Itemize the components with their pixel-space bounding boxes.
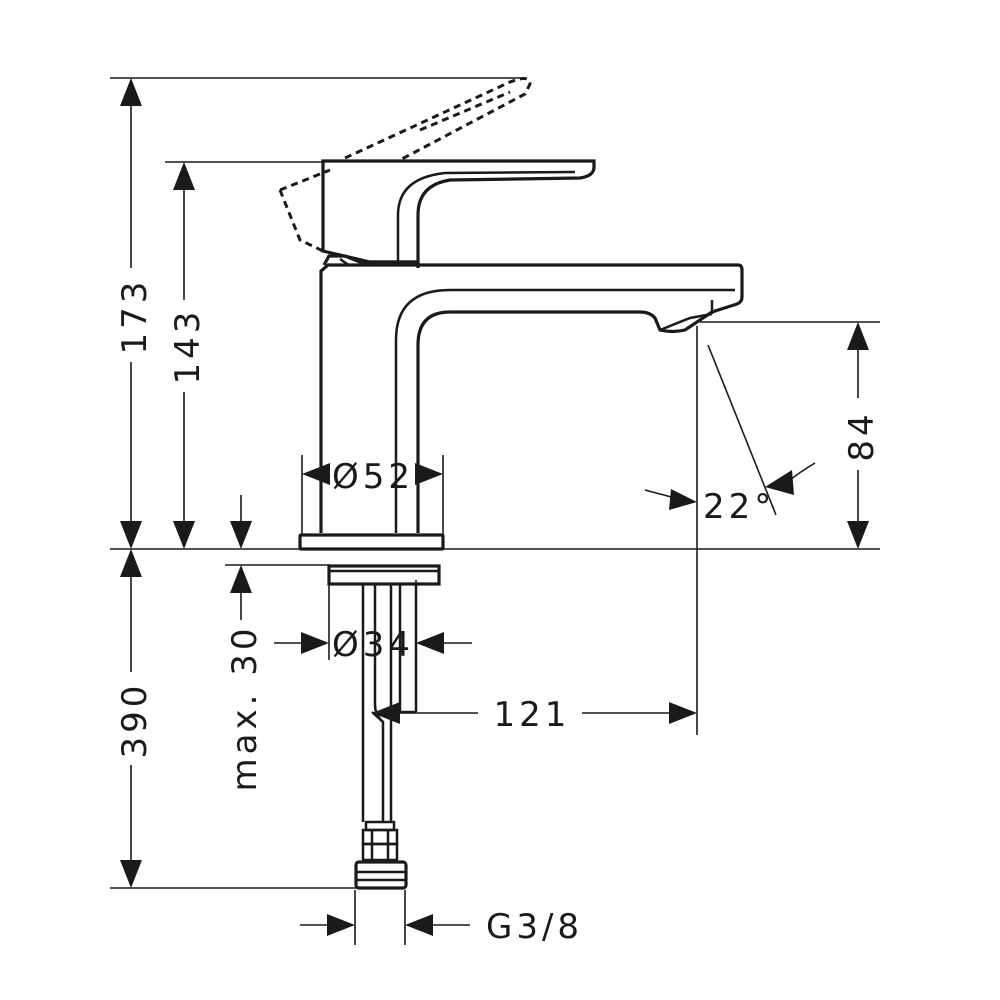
dim-121-text: 121 xyxy=(494,695,571,735)
dim-diameter-34-text: Ø34 xyxy=(332,625,414,665)
dimension-173 xyxy=(120,78,142,549)
dimension-angle-22 xyxy=(644,462,816,510)
extension-lines xyxy=(110,77,880,945)
dimension-diameter-34 xyxy=(274,632,472,654)
faucet-body xyxy=(278,77,744,551)
shank-and-hose xyxy=(327,564,441,890)
dim-diameter-52-text: Ø52 xyxy=(332,457,414,497)
dim-max-30-text: max. 30 xyxy=(225,625,265,792)
dimension-121 xyxy=(372,702,697,724)
dimension-390 xyxy=(120,549,142,888)
dim-143-text: 143 xyxy=(168,308,208,385)
dim-angle-22-text: 22° xyxy=(703,487,775,527)
dim-84-text: 84 xyxy=(842,410,882,461)
dimension-max-30 xyxy=(230,495,252,620)
dim-g38-text: G3/8 xyxy=(486,907,583,947)
dimension-84 xyxy=(847,322,869,549)
dimension-143 xyxy=(173,162,195,549)
dimension-g38 xyxy=(300,914,470,936)
dimension-diameter-52 xyxy=(302,463,443,485)
dim-390-text: 390 xyxy=(115,682,155,759)
dim-173-text: 173 xyxy=(115,278,155,355)
